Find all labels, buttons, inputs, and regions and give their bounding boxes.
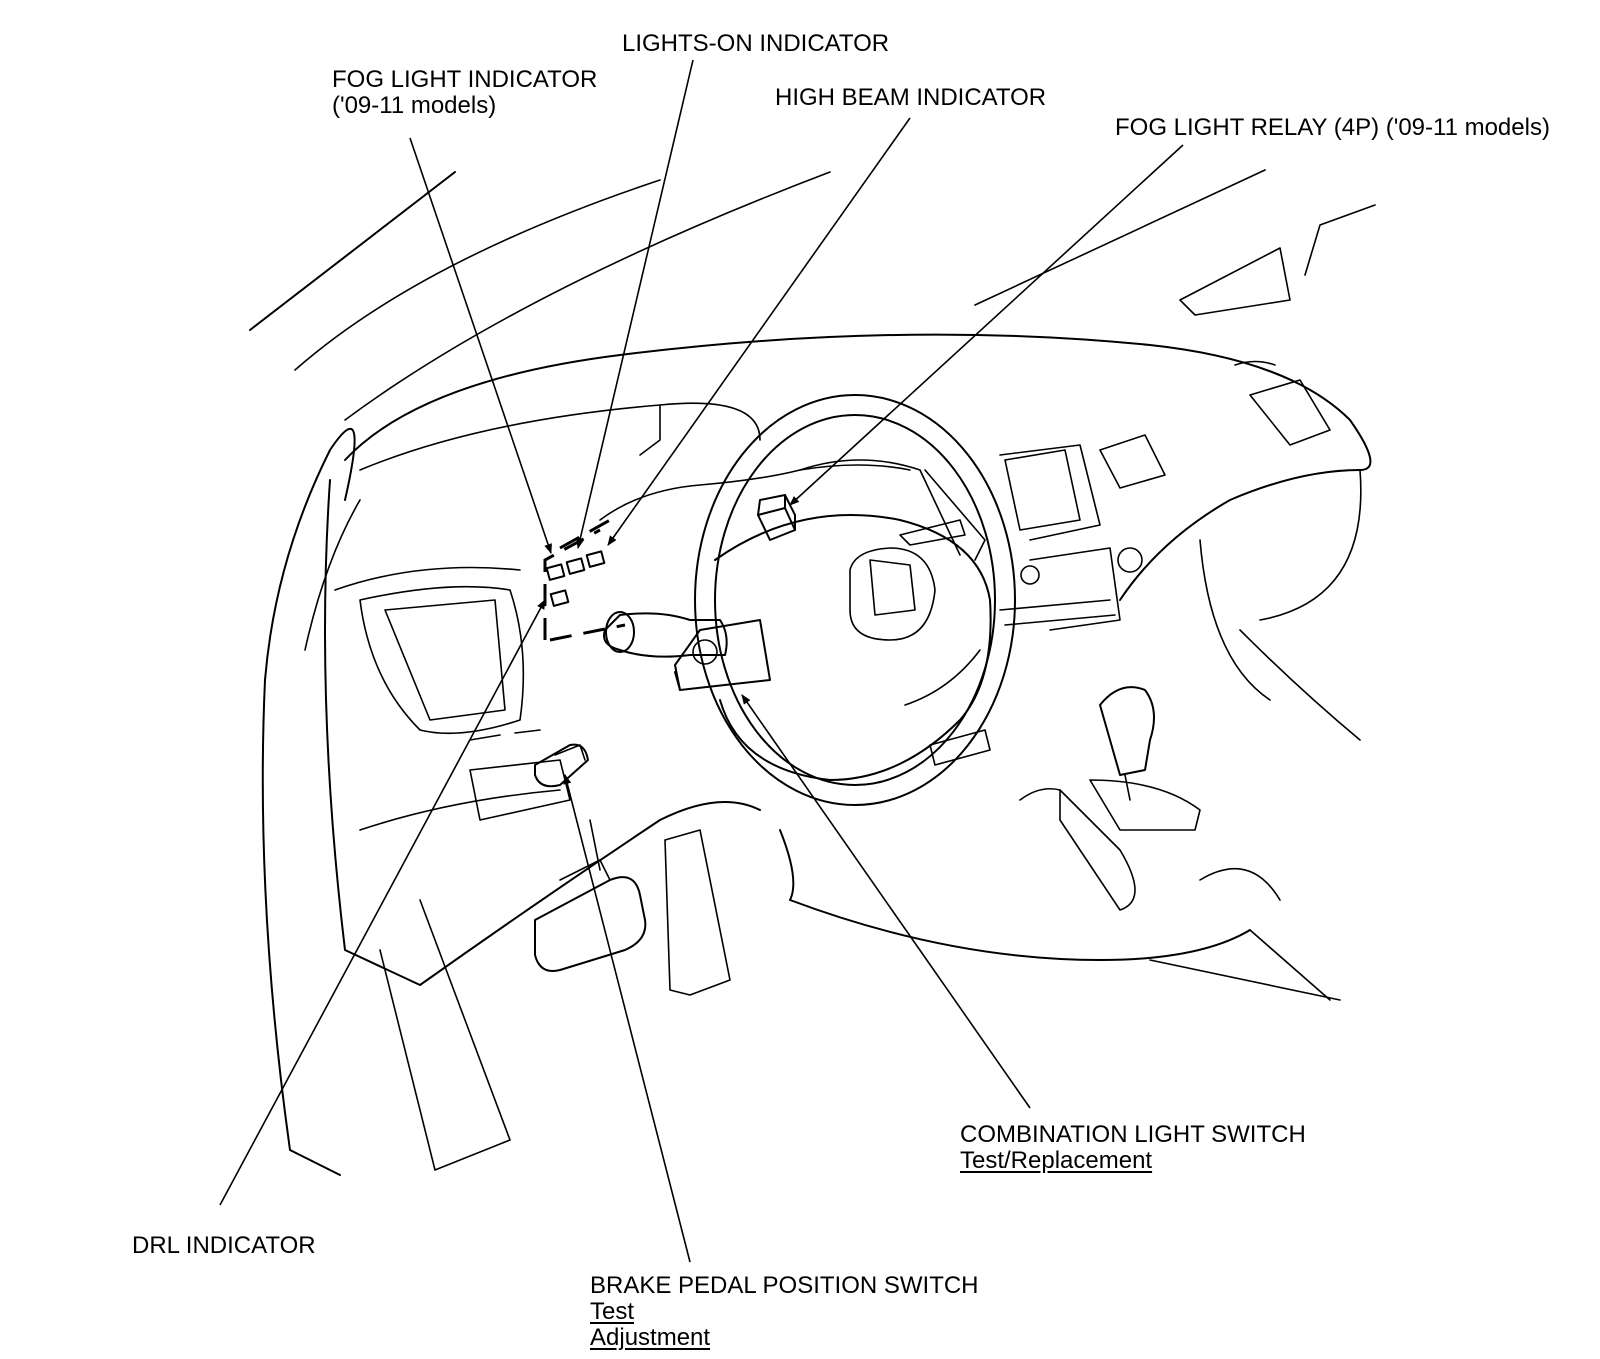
brake-pedal-position-switch-test-link[interactable]: Test [590, 1298, 635, 1325]
high-beam-indicator-text: HIGH BEAM INDICATOR [775, 84, 1047, 111]
lower-dash [324, 479, 761, 986]
brake-pedal-position-switch [534, 743, 589, 788]
door-outline [261, 427, 511, 1176]
lights-on-indicator-text: LIGHTS-ON INDICATOR [622, 30, 890, 57]
leader-high-beam-indicator [607, 117, 911, 546]
leader-lines [219, 59, 1184, 1263]
pedals [534, 819, 731, 996]
combination-light-switch-test-replacement-link[interactable]: Test/Replacement [960, 1147, 1153, 1174]
leader-fog-light-indicator [409, 137, 552, 554]
fog-light-indicator-text: FOG LIGHT INDICATOR [332, 66, 598, 93]
drl-indicator-text: DRL INDICATOR [132, 1232, 316, 1259]
fog-light-indicator-note: ('09-11 models) [332, 92, 497, 119]
combination-light-switch-text: COMBINATION LIGHT SWITCH [960, 1121, 1306, 1148]
brake-pedal-position-switch-text: BRAKE PEDAL POSITION SWITCH [590, 1272, 979, 1299]
shift-console [779, 539, 1361, 1001]
fog-light-relay [757, 494, 796, 541]
fog-light-relay-label: FOG LIGHT RELAY (4P) ('09-11 models) [1115, 115, 1550, 141]
leader-drl-indicator [219, 599, 546, 1206]
leader-brake-pedal-position-switch [563, 774, 691, 1263]
leader-fog-light-relay [789, 144, 1184, 506]
brake-pedal-position-switch-label: BRAKE PEDAL POSITION SWITCH Test Adjustm… [590, 1273, 979, 1351]
steering-wheel [694, 394, 1016, 806]
brake-pedal-position-switch-adjustment-link[interactable]: Adjustment [590, 1324, 711, 1351]
lights-on-indicator-label: LIGHTS-ON INDICATOR [622, 31, 889, 57]
leader-combination-light-switch [741, 694, 1031, 1109]
instrument-cluster [599, 459, 986, 561]
combination-light-switch [603, 611, 771, 691]
center-stack [999, 434, 1166, 631]
fog-light-indicator-label: FOG LIGHT INDICATOR ('09-11 models) [332, 67, 597, 119]
leader-lights-on-indicator [576, 59, 694, 549]
high-beam-indicator-label: HIGH BEAM INDICATOR [775, 85, 1046, 111]
windshield-lines [249, 169, 1376, 421]
dashboard-outline [344, 247, 1372, 621]
drl-indicator-label: DRL INDICATOR [132, 1233, 316, 1259]
fog-light-relay-text: FOG LIGHT RELAY (4P) ('09-11 models) [1115, 114, 1550, 141]
combination-light-switch-label: COMBINATION LIGHT SWITCH Test/Replacemen… [960, 1122, 1306, 1174]
